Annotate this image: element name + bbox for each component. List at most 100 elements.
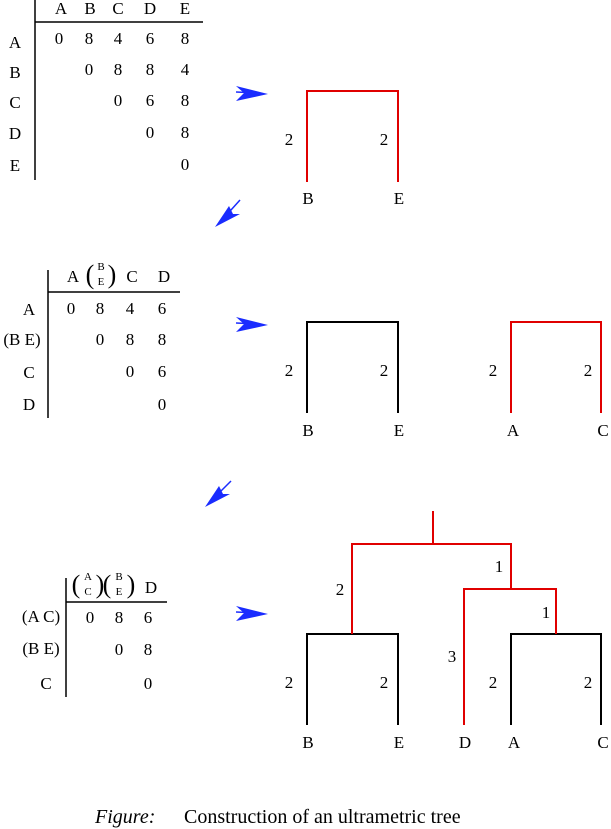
matrix-2-cell: 4: [126, 299, 135, 318]
tree-3-height-label: 1: [495, 557, 504, 576]
open-paren: (: [72, 570, 81, 599]
matrix-1-col-header: E: [180, 0, 190, 18]
matrix-2-group-top: B: [97, 261, 104, 273]
arrow-down-left-icon: [205, 480, 232, 507]
matrix-1-row-header: D: [9, 124, 21, 143]
matrix-3-cell: 0: [86, 608, 95, 627]
tree-3-height-label: 2: [336, 580, 345, 599]
close-paren: ): [127, 570, 136, 599]
matrix-3-group-bottom: C: [84, 586, 91, 598]
matrix-2-cell: 8: [96, 299, 105, 318]
matrix-1-cell: 4: [114, 29, 123, 48]
matrix-1-cell: 0: [181, 155, 190, 174]
matrix-1-cell: 8: [181, 123, 190, 142]
matrix-1-cell: 8: [181, 29, 190, 48]
matrix-2-cell: 0: [96, 330, 105, 349]
matrix-1-cell: 0: [114, 91, 123, 110]
tree-3-height-label: 2: [380, 673, 389, 692]
tree-1-height-label: 2: [285, 130, 294, 149]
matrix-2-merged-col-header: ( B E ): [86, 259, 117, 290]
matrix-3-group-top: B: [115, 571, 122, 583]
matrix-2-cell: 8: [126, 330, 135, 349]
matrix-1-cell: 8: [114, 60, 123, 79]
distance-matrix-2: A ( B E ) C D A (B E) C D 0 8 4 6 0 8 8 …: [3, 259, 180, 418]
tree-2-leaf-label: C: [597, 421, 608, 440]
matrix-1-col-header: D: [144, 0, 156, 18]
matrix-1-row-header: E: [10, 156, 20, 175]
matrix-3-cell: 0: [144, 674, 153, 693]
matrix-2-cell: 0: [158, 395, 167, 414]
tree-2-height-label: 2: [489, 361, 498, 380]
matrix-2-cell: 0: [67, 299, 76, 318]
matrix-1-cell: 8: [146, 60, 155, 79]
tree-2-height-label: 2: [285, 361, 294, 380]
caption-text: Construction of an ultrametric tree: [184, 806, 461, 828]
tree-3-root-branch: [351, 543, 512, 634]
tree-3-height-label: 2: [584, 673, 593, 692]
tree-3-leaf-label: C: [597, 733, 608, 752]
matrix-1-cell: 4: [181, 60, 190, 79]
matrix-3-merged-col-header: ( A C ): [72, 570, 105, 599]
matrix-2-col-header: A: [67, 267, 80, 286]
caption-label: Figure:: [94, 806, 155, 828]
tree-3-height-label: 2: [489, 673, 498, 692]
tree-2-leaf-label: E: [394, 421, 404, 440]
matrix-2-cell: 6: [158, 362, 167, 381]
tree-3-height-label: 2: [285, 673, 294, 692]
matrix-2-cell: 6: [158, 299, 167, 318]
close-paren: ): [96, 570, 105, 599]
matrix-3-col-header: D: [145, 578, 157, 597]
matrix-3-cell: 8: [115, 608, 124, 627]
tree-2-right-branch-highlighted: [510, 321, 602, 413]
tree-1-leaf-label: E: [394, 189, 404, 208]
matrix-2-col-header: D: [158, 267, 170, 286]
matrix-3-row-header: C: [40, 674, 51, 693]
distance-matrix-1: A B C D E A B C D E 0 8 4 6 8 0 8 8 4 0 …: [9, 0, 203, 180]
tree-3-leaf-label: A: [508, 733, 521, 752]
figure-caption: Figure: Construction of an ultrametric t…: [94, 806, 461, 828]
tree-2-leaf-label: A: [507, 421, 520, 440]
matrix-2-cell: 0: [126, 362, 135, 381]
matrix-1-cell: 6: [146, 29, 155, 48]
matrix-2-row-header: C: [23, 363, 34, 382]
matrix-3-row-header: (A C): [22, 607, 60, 626]
tree-2-height-label: 2: [380, 361, 389, 380]
arrow-right-icon: [235, 317, 268, 332]
matrix-1-cell: 6: [146, 91, 155, 110]
matrix-1-cell: 0: [146, 123, 155, 142]
matrix-1-col-header: B: [84, 0, 95, 18]
matrix-3-cell: 8: [144, 640, 153, 659]
matrix-1-cell: 8: [85, 29, 94, 48]
matrix-1-col-header: C: [112, 0, 123, 18]
open-paren: (: [86, 259, 95, 290]
matrix-1-row-header: B: [9, 63, 20, 82]
open-paren: (: [103, 570, 112, 599]
matrix-1-row-header: C: [9, 93, 20, 112]
arrow-down-left-icon: [215, 199, 241, 227]
matrix-2-col-header: C: [126, 267, 137, 286]
arrow-right-icon: [235, 606, 268, 621]
tree-3-height-label: 1: [542, 603, 551, 622]
matrix-2-row-header: D: [23, 395, 35, 414]
matrix-1-cell: 8: [181, 91, 190, 110]
tree-2-height-label: 2: [584, 361, 593, 380]
tree-3-height-label: 3: [448, 647, 457, 666]
close-paren: ): [108, 260, 117, 289]
matrix-1-row-header: A: [9, 33, 22, 52]
matrix-2-row-header: A: [23, 300, 36, 319]
tree-2-leaf-label: B: [302, 421, 313, 440]
matrix-2-group-bottom: E: [98, 276, 105, 288]
arrow-right-icon: [235, 86, 268, 101]
tree-3: 2 2 3 2 2 2 1 1 B E D A C: [285, 511, 609, 752]
tree-3-leaf-label: E: [394, 733, 404, 752]
distance-matrix-3: ( A C ) ( B E ) D (A C) (B E) C 0 8 6 0 …: [22, 570, 167, 697]
matrix-3-group-top: A: [84, 571, 92, 583]
matrix-2-cell: 8: [158, 330, 167, 349]
tree-1-branch-highlighted: [306, 90, 399, 182]
tree-1-leaf-label: B: [302, 189, 313, 208]
matrix-3-group-bottom: E: [116, 586, 123, 598]
matrix-3-cell: 6: [144, 608, 153, 627]
tree-2-left-branch: [306, 321, 399, 413]
tree-3-leaf-label: D: [459, 733, 471, 752]
